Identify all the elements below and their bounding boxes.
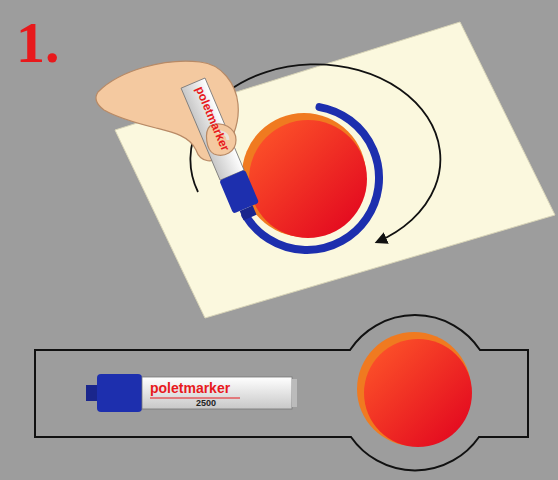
marker-pen [86,374,297,412]
marker-tip [86,385,98,401]
brand-label: poletmarker [150,381,230,395]
marker-stripe [150,398,240,399]
tool-band [35,315,528,470]
disc-rim [242,113,366,237]
model-number: 2500 [196,399,216,408]
marker-end [292,379,297,407]
hand-marker [180,78,263,223]
marker-cap [97,374,142,412]
red-disc [249,120,367,238]
marker-body [181,78,244,180]
marker-stroke [245,107,379,250]
red-disc [364,339,472,447]
marker-body [142,377,292,409]
marker-tip [240,206,257,221]
disc-rim [357,332,471,446]
step-number: 1. [16,14,60,72]
